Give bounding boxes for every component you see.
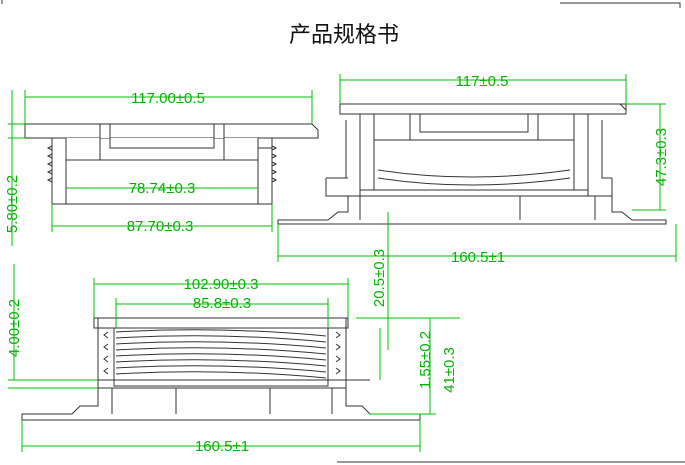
view2-height-left-label: 20.5±0.3 bbox=[371, 249, 388, 307]
view1-height-label: 5.80±0.2 bbox=[4, 175, 21, 233]
view3-height-top-label: 4.00±0.2 bbox=[6, 299, 23, 357]
view2-base-width-label: 160.5±1 bbox=[451, 249, 505, 266]
view1-outer-width-label: 87.70±0.3 bbox=[127, 218, 194, 235]
sheet-title: 产品规格书 bbox=[289, 23, 399, 48]
view3-height-mid-label: 1.55±0.2 bbox=[417, 331, 434, 389]
view1-inner-width-label: 78.74±0.3 bbox=[129, 180, 196, 197]
view3-inner-width-label: 85.8±0.3 bbox=[193, 295, 251, 312]
view1-section-drawing bbox=[24, 123, 319, 205]
view3-height-total-label: 41±0.3 bbox=[441, 347, 458, 393]
view2-dimension-lines bbox=[277, 74, 677, 350]
view3-outer-width-label: 102.90±0.3 bbox=[184, 276, 259, 293]
view3-dimension-lines bbox=[8, 264, 460, 452]
view2-top-width-label: 117±0.5 bbox=[456, 73, 509, 90]
view1-dimension-lines bbox=[8, 90, 313, 246]
view2-section-drawing bbox=[277, 103, 667, 225]
view3-elevation-drawing bbox=[21, 317, 421, 421]
view3-base-width-label: 160.5±1 bbox=[195, 438, 249, 455]
view2-height-right-label: 47.3±0.3 bbox=[653, 128, 670, 186]
view1-top-width-label: 117.00±0.5 bbox=[131, 90, 205, 107]
